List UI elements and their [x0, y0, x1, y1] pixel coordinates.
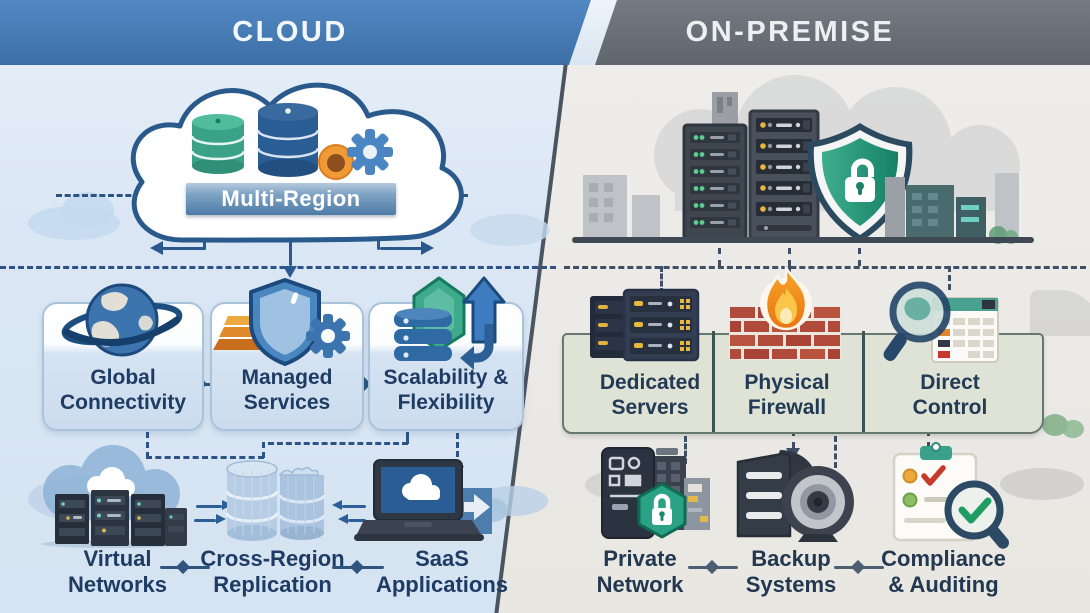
arrow-right-icon	[421, 241, 434, 255]
dashed-connector	[262, 442, 265, 458]
item-label-compliance-auditing: Compliance & Auditing	[881, 546, 1006, 597]
dashed-connector	[718, 248, 721, 266]
onprem-panel-title: ON-PREMISE	[685, 16, 895, 48]
cloud-panel-title: CLOUD	[232, 16, 348, 48]
laptop-cloud-icon	[354, 459, 508, 541]
item-label-backup-systems: Backup Systems	[745, 546, 837, 597]
onprem-header-band	[595, 0, 1090, 65]
dashed-connector	[146, 456, 264, 459]
tree-shape	[1062, 420, 1084, 438]
brick-firewall-icon	[729, 306, 841, 360]
item-label-virtual-networks: Virtual Networks	[67, 546, 168, 597]
cloud-shape	[470, 214, 550, 246]
flame-icon	[760, 263, 812, 331]
connector-line	[196, 505, 222, 508]
group-separator	[862, 331, 865, 432]
feature-label: Scalability & Flexibility	[383, 366, 509, 415]
cloud-shape	[62, 192, 114, 228]
backup-drive-icon	[736, 449, 854, 542]
server-rack-icon	[590, 288, 700, 362]
replication-databases-icon	[225, 460, 326, 541]
feature-label-direct-control: Direct Control	[912, 371, 988, 420]
dashed-connector	[456, 424, 459, 466]
onprem-datacenter-icon	[572, 75, 1034, 244]
dashed-connector	[788, 248, 791, 266]
dashed-connector	[858, 248, 861, 266]
magnifier-document-icon	[883, 281, 999, 363]
feature-label: Managed Services	[241, 366, 333, 415]
connector-line	[194, 519, 216, 522]
dashed-connector	[927, 430, 930, 448]
dashed-connector	[0, 266, 556, 269]
arrow-down-icon	[283, 266, 297, 278]
arrow-left-icon	[338, 514, 348, 524]
dashed-connector	[834, 436, 837, 468]
item-label-saas: SaaS Applications	[375, 546, 508, 597]
feature-label-physical-firewall: Physical Firewall	[744, 371, 830, 420]
dashed-connector	[56, 194, 166, 197]
item-label-cross-region: Cross-Region Replication	[200, 546, 345, 597]
connector-line	[342, 505, 366, 508]
dashed-connector	[948, 266, 951, 290]
dashed-connector	[146, 432, 149, 458]
dashed-connector	[792, 430, 795, 448]
connector-line	[380, 247, 422, 250]
arrow-left-icon	[150, 241, 163, 255]
tree-shape	[1042, 414, 1068, 436]
dashed-connector	[564, 266, 1086, 269]
connector-line	[348, 519, 366, 522]
cloud-shape	[1000, 468, 1084, 500]
multi-region-cloud-icon	[130, 82, 464, 243]
feature-label: Global Connectivity	[59, 366, 187, 415]
private-network-icon	[601, 447, 710, 539]
connector-line	[289, 222, 292, 266]
dashed-connector	[660, 266, 663, 294]
multi-region-banner: Multi-Region	[186, 183, 396, 215]
arrow-right-icon	[216, 514, 226, 524]
audit-checklist-icon	[892, 442, 1009, 549]
database-scalability-icon	[394, 276, 506, 370]
virtual-networks-icon	[41, 445, 187, 548]
dashed-connector	[406, 432, 409, 444]
feature-label-dedicated-servers: Dedicated Servers	[599, 371, 701, 420]
globe-icon	[61, 283, 183, 357]
group-separator	[712, 331, 715, 432]
cloud-header-band	[0, 0, 591, 65]
dashed-connector	[268, 442, 408, 445]
shield-gear-icon	[213, 278, 350, 366]
arrow-left-icon	[332, 500, 342, 510]
hill-shape	[1030, 290, 1090, 336]
dashed-connector	[684, 436, 687, 464]
connector-line	[162, 247, 206, 250]
item-label-private-network: Private Network	[596, 546, 684, 597]
